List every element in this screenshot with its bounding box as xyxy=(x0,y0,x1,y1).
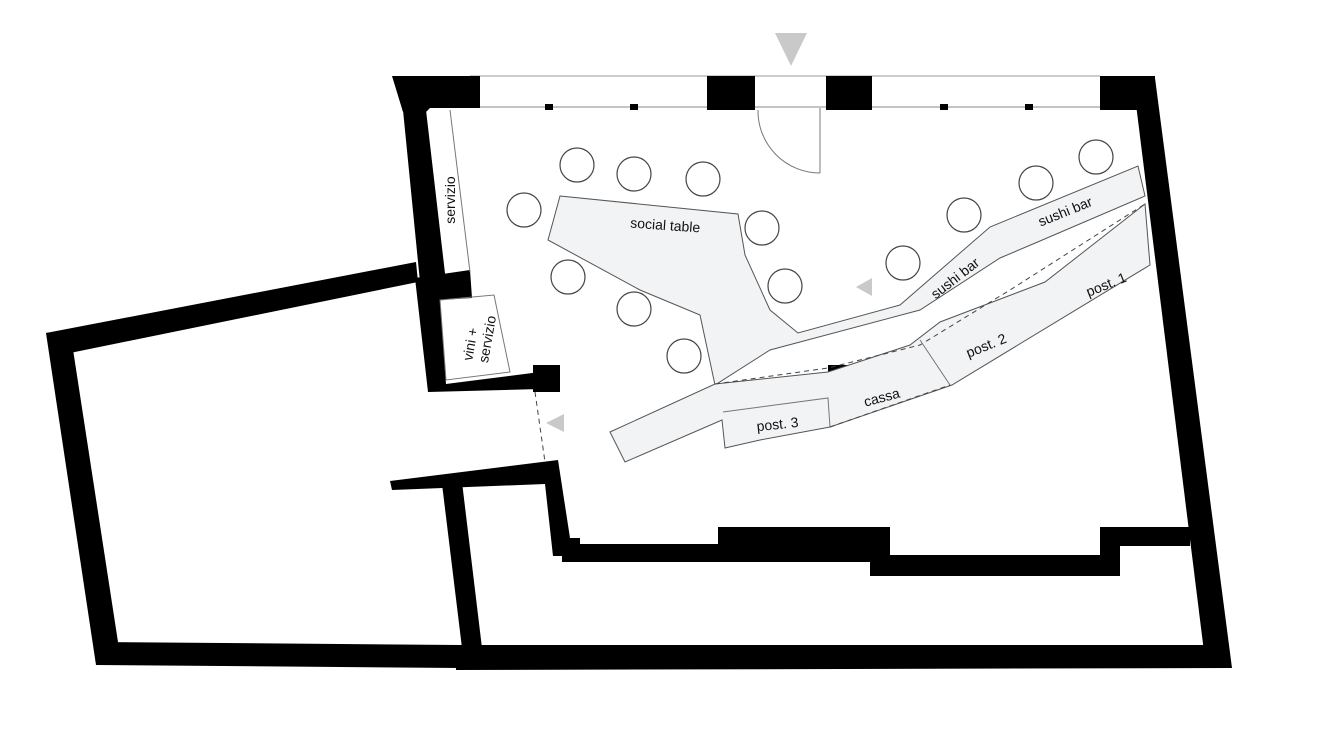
stool xyxy=(1078,139,1114,175)
servizio-label: servizio xyxy=(442,176,458,224)
stools-group xyxy=(506,139,1114,374)
stool xyxy=(616,291,652,327)
counter-direction-arrow-icon xyxy=(856,278,872,296)
post-3-label: post. 3 xyxy=(756,414,800,434)
service-line xyxy=(714,203,1146,385)
social-table xyxy=(547,165,1146,386)
sushi-bar-counter xyxy=(609,203,1151,463)
side-door-line xyxy=(534,391,546,463)
stool xyxy=(767,268,803,304)
entrance-door xyxy=(757,108,821,174)
servizio-partition xyxy=(449,109,471,273)
stool xyxy=(744,210,780,246)
cassa-line xyxy=(829,384,951,428)
post-2-divider xyxy=(919,339,951,386)
social-table-label: social table xyxy=(630,215,701,236)
facade-windows xyxy=(470,75,1100,110)
vini-label-line1: vini + xyxy=(459,326,481,361)
stool xyxy=(550,259,586,295)
stool xyxy=(559,147,595,183)
left-room-walls xyxy=(46,262,1232,670)
stool xyxy=(946,197,982,233)
side-entrance-arrow-icon xyxy=(546,414,564,432)
stool xyxy=(616,156,652,192)
stool xyxy=(666,338,702,374)
stool xyxy=(685,161,721,197)
stool xyxy=(506,192,542,228)
main-entrance-arrow-icon xyxy=(775,33,807,66)
post-3-divider xyxy=(722,397,831,428)
main-room-walls xyxy=(390,76,1232,668)
stool xyxy=(885,245,921,281)
vini-servizio-area xyxy=(439,294,511,381)
vini-label-line2: servizio xyxy=(475,314,499,364)
stool xyxy=(1018,165,1054,201)
